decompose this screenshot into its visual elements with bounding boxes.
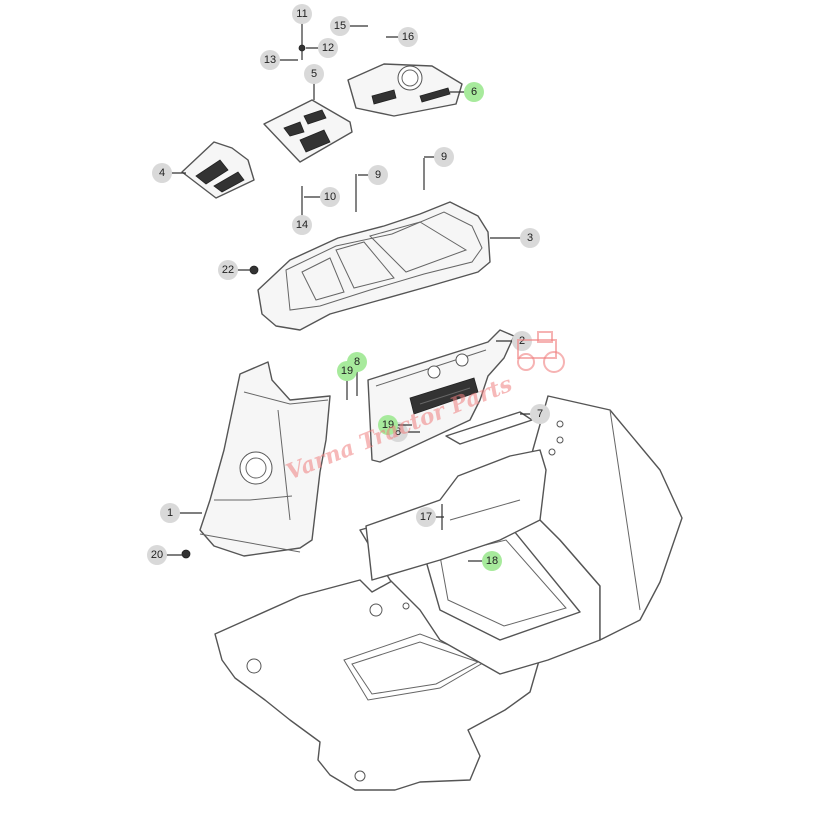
callout-bubble	[368, 165, 388, 185]
callout-13: 13	[260, 50, 298, 70]
callout-bubble	[530, 404, 550, 424]
callout-number: 16	[402, 31, 414, 43]
callout-bubble	[378, 415, 398, 435]
callout-number: 15	[334, 20, 346, 32]
gauge-plate-6	[347, 63, 463, 117]
callout-number: 13	[264, 54, 276, 66]
callout-19: 19	[337, 361, 357, 400]
callout-bubble	[482, 551, 502, 571]
callout-14: 14	[292, 206, 312, 235]
callout-bubble	[337, 361, 357, 381]
callout-18: 18	[468, 551, 502, 571]
callout-number: 1	[167, 507, 173, 519]
callout-bubble	[160, 503, 180, 523]
callout-15: 15	[330, 16, 368, 36]
console-frame-3	[257, 201, 491, 331]
callout-bubble	[330, 16, 350, 36]
callout-bubble	[416, 507, 436, 527]
callout-number: 14	[296, 219, 308, 231]
fender-1	[199, 361, 331, 557]
callout-20: 20	[147, 545, 184, 565]
callout-9: 9	[358, 165, 388, 185]
callout-bubble	[318, 38, 338, 58]
callout-bubble	[260, 50, 280, 70]
callout-17: 17	[416, 507, 444, 527]
callout-5: 5	[304, 64, 324, 100]
callout-22: 22	[218, 260, 252, 280]
callout-number: 8	[395, 426, 401, 438]
callout-number: 9	[441, 151, 447, 163]
callout-bubble	[218, 260, 238, 280]
callout-number: 6	[471, 86, 477, 98]
callout-number: 20	[151, 549, 163, 561]
callout-number: 11	[296, 8, 307, 20]
callout-number: 3	[527, 232, 533, 244]
callout-bubble	[520, 228, 540, 248]
callout-bubble	[152, 163, 172, 183]
callout-1: 1	[160, 503, 202, 523]
callout-bubble	[320, 187, 340, 207]
callout-9: 9	[424, 147, 454, 167]
callout-number: 7	[537, 408, 543, 420]
rear-vertical-panel	[365, 449, 547, 581]
callout-bubble	[464, 82, 484, 102]
callout-bubble	[434, 147, 454, 167]
callout-19: 19	[378, 415, 412, 435]
callout-11: 11	[292, 4, 312, 30]
callout-4: 4	[152, 163, 186, 183]
callout-number: 4	[159, 167, 165, 179]
callout-10: 10	[304, 187, 340, 207]
callout-number: 10	[324, 191, 336, 203]
callout-bubble	[147, 545, 167, 565]
tractor-icon	[517, 331, 565, 373]
callout-bubble	[292, 215, 312, 235]
callout-16: 16	[386, 27, 418, 47]
callout-number: 19	[382, 419, 394, 431]
callout-bubble	[304, 64, 324, 84]
callout-3: 3	[490, 228, 540, 248]
callout-6: 6	[450, 82, 484, 102]
callout-7: 7	[520, 404, 550, 424]
control-plate-5	[263, 99, 353, 163]
callout-number: 9	[375, 169, 381, 181]
callout-bubble	[292, 4, 312, 24]
callout-number: 12	[322, 42, 334, 54]
callout-number: 22	[222, 264, 234, 276]
callout-number: 19	[341, 365, 353, 377]
callout-number: 5	[311, 68, 317, 80]
callout-number: 18	[486, 555, 498, 567]
callout-number: 17	[420, 511, 432, 523]
callout-12: 12	[306, 38, 338, 58]
callout-bubble	[398, 27, 418, 47]
callout-number: 8	[354, 356, 360, 368]
switch-block-4	[181, 141, 255, 199]
